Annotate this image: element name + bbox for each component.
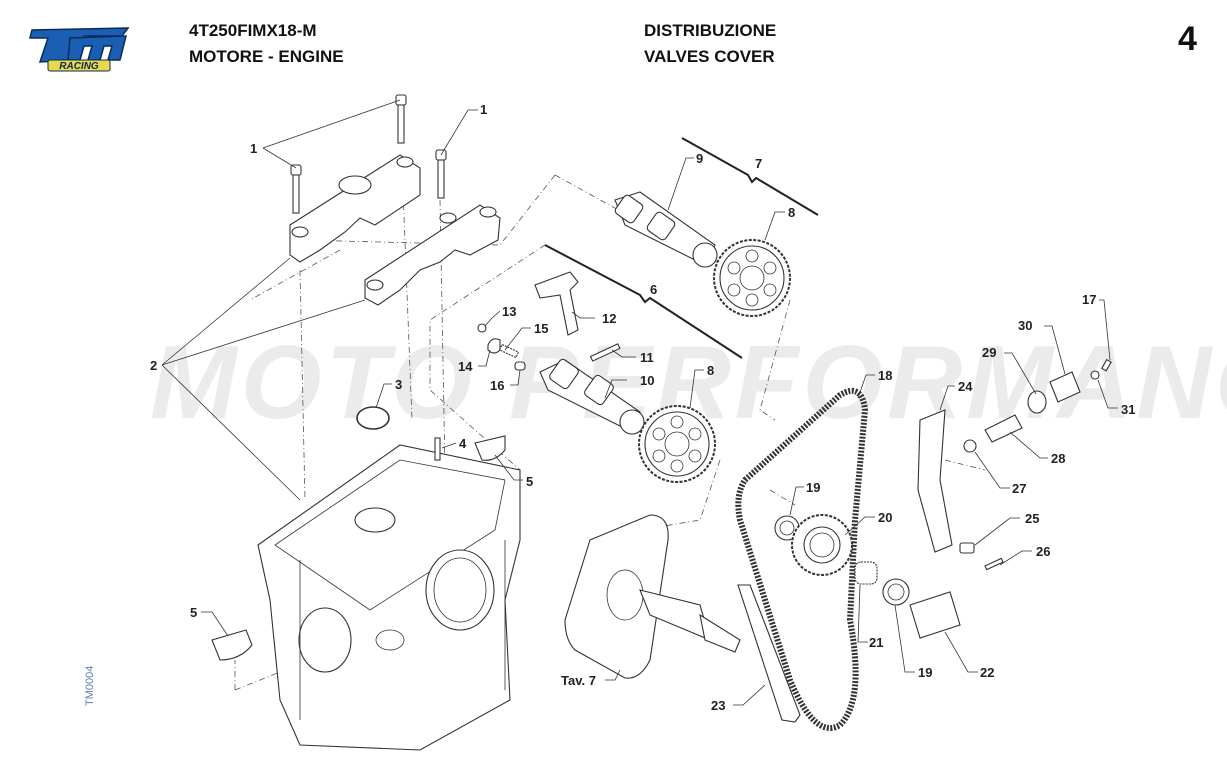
dowel-pin bbox=[434, 437, 441, 461]
camshaft-cap-right bbox=[364, 204, 501, 306]
callout-29: 29 bbox=[982, 345, 996, 360]
pin bbox=[514, 361, 526, 371]
callout-24: 24 bbox=[958, 379, 973, 394]
intake-camshaft bbox=[539, 358, 645, 435]
tensioner-plunger bbox=[984, 414, 1023, 443]
washer bbox=[887, 583, 905, 601]
needle-bearing bbox=[854, 561, 878, 585]
callout-18: 18 bbox=[878, 368, 892, 383]
reference-label: Tav. 7 bbox=[561, 673, 596, 688]
half-moon-plug bbox=[211, 629, 253, 661]
callout-21: 21 bbox=[869, 635, 883, 650]
group-bracket-6 bbox=[544, 244, 743, 359]
bushing bbox=[909, 591, 961, 639]
cam-sprocket bbox=[713, 239, 791, 317]
exhaust-camshaft bbox=[614, 191, 718, 268]
callout-7: 7 bbox=[755, 156, 762, 171]
chain-guide bbox=[737, 584, 801, 723]
callout-11: 11 bbox=[640, 350, 654, 365]
o-ring bbox=[1090, 370, 1100, 380]
callout-26: 26 bbox=[1036, 544, 1050, 559]
spring bbox=[498, 343, 520, 359]
idler-gear bbox=[791, 514, 853, 576]
callout-23: 23 bbox=[711, 698, 725, 713]
callout-14: 14 bbox=[458, 359, 473, 374]
callout-1: 1 bbox=[250, 141, 257, 156]
group-title: MOTORE - ENGINE bbox=[189, 47, 344, 66]
chain-tensioner-slider bbox=[917, 409, 953, 553]
callout-5: 5 bbox=[190, 605, 197, 620]
section-title-it: DISTRIBUZIONE bbox=[644, 21, 777, 40]
callout-19: 19 bbox=[918, 665, 932, 680]
callout-6: 6 bbox=[650, 282, 657, 297]
callout-10: 10 bbox=[640, 373, 654, 388]
screw bbox=[477, 323, 487, 333]
leader-lines bbox=[161, 99, 1118, 706]
callout-15: 15 bbox=[534, 321, 548, 336]
screw bbox=[1101, 358, 1112, 372]
decompressor-weight bbox=[534, 271, 579, 336]
half-moon-plug bbox=[474, 435, 506, 461]
callout-31: 31 bbox=[1121, 402, 1135, 417]
screw bbox=[984, 557, 1004, 571]
callout-3: 3 bbox=[395, 377, 402, 392]
callout-17: 17 bbox=[1082, 292, 1096, 307]
timing-chain bbox=[735, 388, 869, 731]
callout-30: 30 bbox=[1018, 318, 1032, 333]
callout-5: 5 bbox=[526, 474, 533, 489]
callout-8: 8 bbox=[707, 363, 714, 378]
flywheel-crankshaft bbox=[564, 514, 741, 679]
callout-28: 28 bbox=[1051, 451, 1065, 466]
logo-sub-text: RACING bbox=[59, 61, 99, 72]
callout-1: 1 bbox=[480, 102, 487, 117]
callout-4: 4 bbox=[459, 436, 467, 451]
cam-sprocket bbox=[638, 405, 716, 483]
o-ring bbox=[356, 406, 390, 430]
gasket bbox=[1027, 390, 1047, 414]
callout-19: 19 bbox=[806, 480, 820, 495]
callout-9: 9 bbox=[696, 151, 703, 166]
callout-12: 12 bbox=[602, 311, 616, 326]
section-title-en: VALVES COVER bbox=[644, 47, 775, 66]
callout-8: 8 bbox=[788, 205, 795, 220]
callout-16: 16 bbox=[490, 378, 504, 393]
model-code: 4T250FIMX18-M bbox=[189, 21, 317, 40]
o-ring bbox=[963, 439, 977, 453]
callout-22: 22 bbox=[980, 665, 994, 680]
callout-labels: 1 1 2 3 4 5 5 6 7 8 8 9 10 11 12 13 14 1… bbox=[150, 102, 1135, 713]
tensioner-body bbox=[1049, 371, 1081, 403]
cylinder-head bbox=[257, 444, 521, 751]
callout-20: 20 bbox=[878, 510, 892, 525]
callout-2: 2 bbox=[150, 358, 157, 373]
tm-racing-logo: RACING bbox=[29, 27, 130, 72]
group-bracket-7 bbox=[681, 137, 819, 216]
callout-27: 27 bbox=[1012, 481, 1026, 496]
callout-25: 25 bbox=[1025, 511, 1039, 526]
page-number: 4 bbox=[1178, 20, 1197, 58]
spacer bbox=[959, 542, 975, 554]
bolt-icon bbox=[290, 94, 447, 214]
camshaft-cap-left bbox=[289, 154, 421, 263]
shaft-pin bbox=[589, 343, 621, 362]
washer bbox=[882, 578, 910, 606]
callout-13: 13 bbox=[502, 304, 516, 319]
washer bbox=[779, 520, 795, 536]
